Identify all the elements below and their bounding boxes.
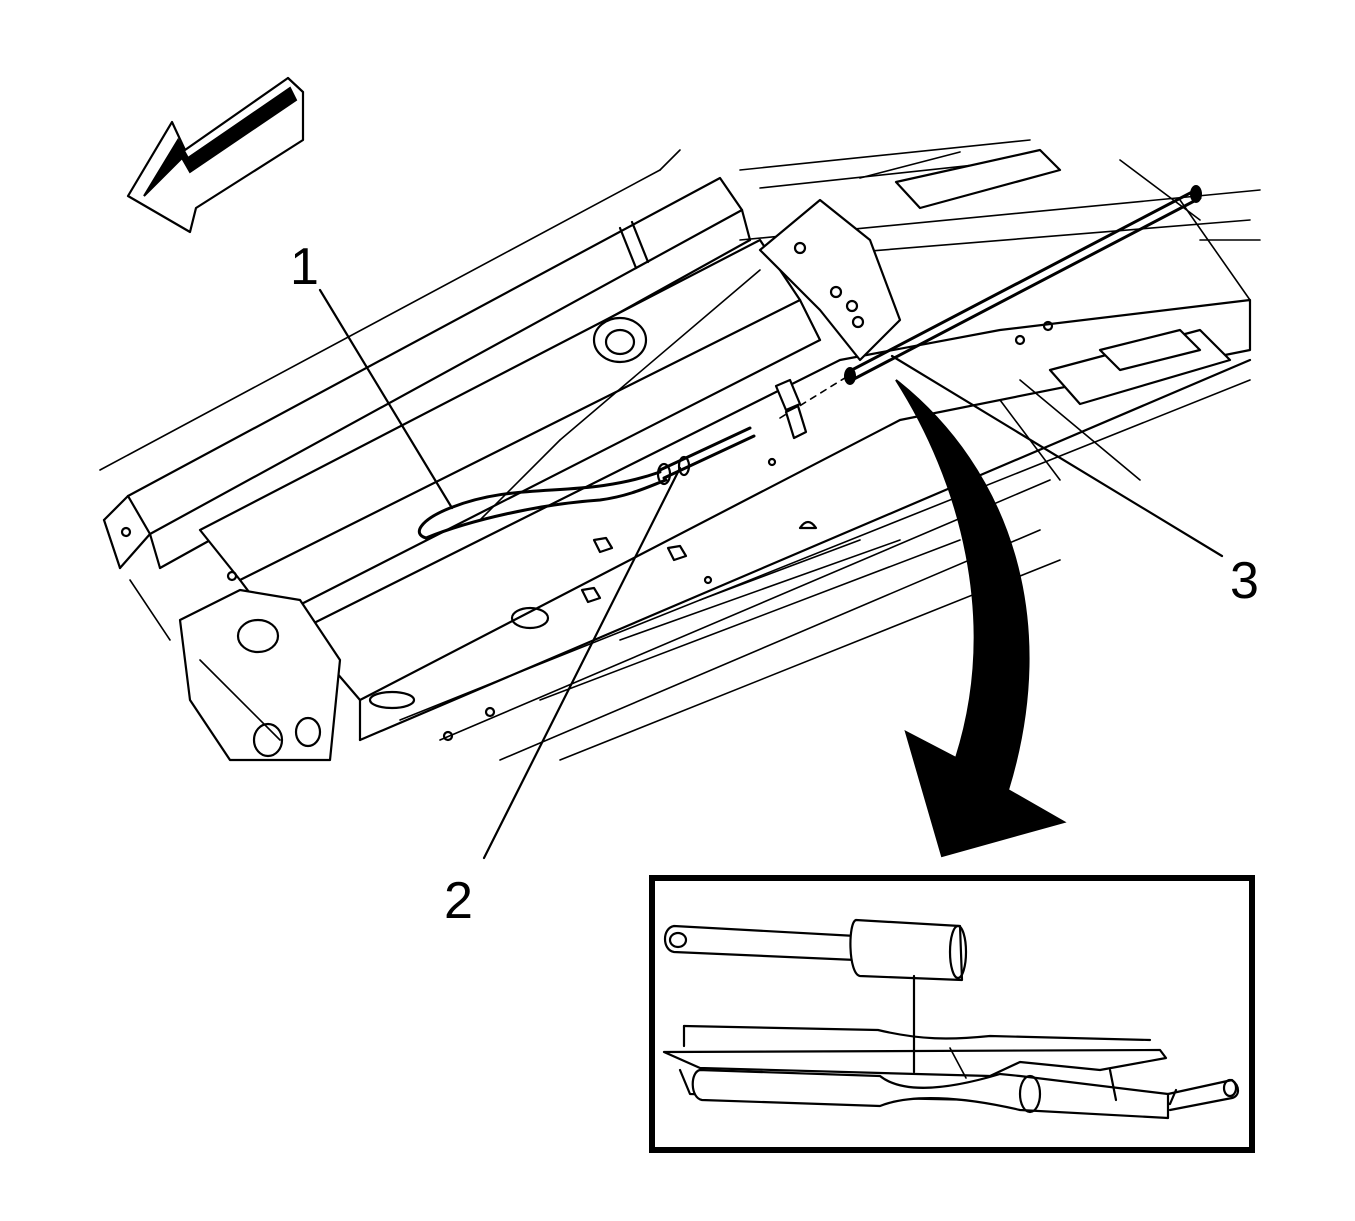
- callout-label-3: 3: [1230, 552, 1259, 610]
- callout-label-2: 2: [444, 872, 473, 930]
- detail-view-arrow-icon: [895, 379, 1067, 858]
- rear-cable-rod: [774, 185, 1202, 440]
- body-structure-lines: [99, 139, 1261, 762]
- forward-direction-arrow-icon: [126, 76, 305, 234]
- parking-brake-cable: [418, 470, 668, 540]
- callout-label-1: 1: [290, 238, 319, 296]
- leader-lines: [318, 288, 1224, 860]
- upper-sill-panel: [102, 176, 752, 570]
- detail-inset-panel: [649, 875, 1255, 1153]
